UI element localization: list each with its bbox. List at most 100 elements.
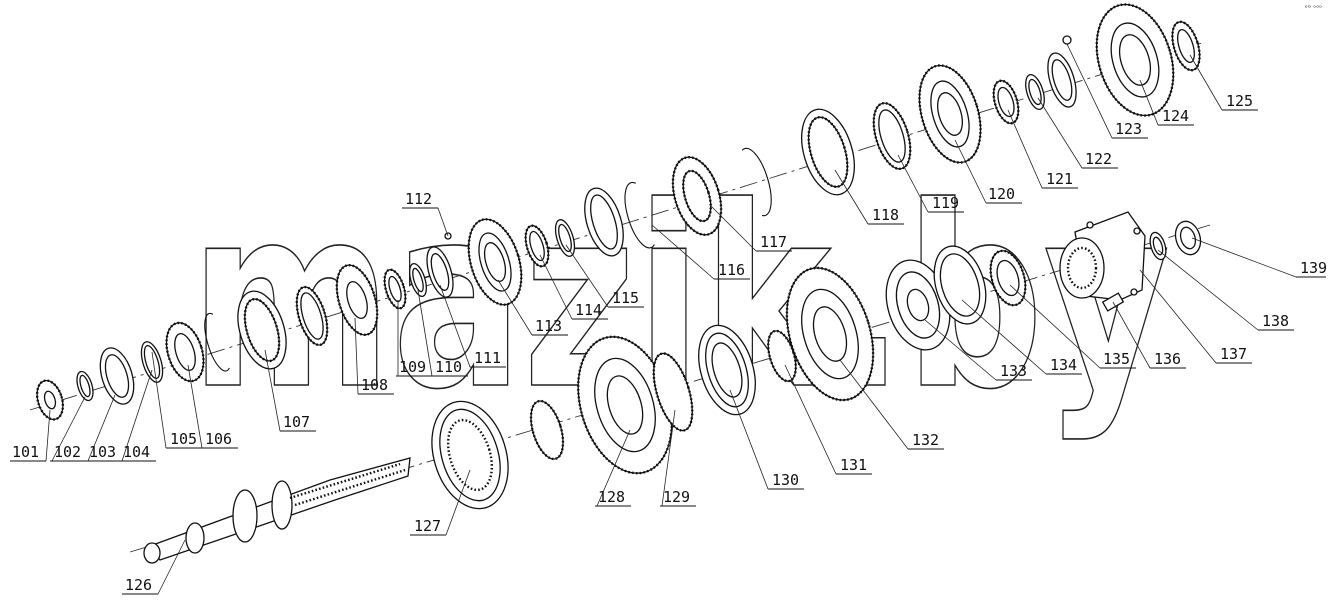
- part-111-washer: [426, 246, 454, 298]
- part-123-ball: [1062, 35, 1072, 45]
- callout-115: 115: [612, 289, 639, 307]
- leader-line-104: [121, 369, 153, 462]
- part-snap-ring-a: [204, 312, 230, 372]
- leader-line-115: [565, 244, 609, 308]
- leader-line-124: [1139, 79, 1159, 126]
- callout-117: 117: [760, 233, 787, 251]
- part-128-gear: [577, 335, 673, 475]
- callout-123: 123: [1115, 120, 1142, 138]
- callout-102: 102: [54, 443, 81, 461]
- part-103-sync-ring: [99, 347, 135, 405]
- part-128-needle-bearing: [529, 399, 565, 461]
- callout-122: 122: [1085, 150, 1112, 168]
- leader-line-129: [661, 409, 676, 507]
- callout-131: 131: [840, 456, 867, 474]
- leader-line-103: [87, 394, 116, 462]
- callout-126: 126: [125, 576, 152, 594]
- part-127-flange: [431, 400, 509, 510]
- callout-128: 128: [598, 488, 625, 506]
- callout-105: 105: [170, 430, 197, 448]
- part-113-gear: [467, 218, 523, 306]
- callout-139: 139: [1300, 259, 1327, 277]
- leader-line-106: [187, 364, 203, 449]
- part-109-bearing: [383, 268, 407, 310]
- part-115-ring: [554, 219, 576, 257]
- leader-lines: [10, 43, 1326, 595]
- leader-line-130: [729, 389, 769, 490]
- part-106-hub: [165, 321, 205, 383]
- callout-138: 138: [1262, 312, 1289, 330]
- part-110-ring: [409, 262, 427, 298]
- callout-135: 135: [1103, 350, 1130, 368]
- callout-101: 101: [12, 443, 39, 461]
- callout-124: 124: [1162, 107, 1189, 125]
- leader-line-131: [784, 364, 837, 475]
- callout-121: 121: [1046, 170, 1073, 188]
- callout-130: 130: [772, 471, 799, 489]
- leader-line-121: [1007, 109, 1043, 189]
- part-102-ring: [76, 370, 94, 402]
- callout-103: 103: [89, 443, 116, 461]
- callout-119: 119: [932, 194, 959, 212]
- leader-line-107: [264, 349, 281, 432]
- callout-125: 125: [1226, 92, 1253, 110]
- part-121-needle-bearing: [992, 79, 1020, 125]
- part-118-sleeve: [801, 108, 855, 196]
- part-101-splined-nut: [35, 379, 65, 421]
- callout-109: 109: [399, 358, 426, 376]
- leader-line-108: [354, 317, 359, 395]
- callout-104: 104: [123, 443, 150, 461]
- callout-111: 111: [474, 349, 501, 367]
- leader-line-119: [897, 154, 929, 213]
- part-108-gear: [335, 263, 379, 337]
- part-117-hub: [671, 156, 723, 236]
- part-125-bearing: [1171, 20, 1201, 72]
- leader-line-120: [954, 139, 987, 204]
- leader-line-105: [151, 351, 167, 449]
- callout-133: 133: [1000, 362, 1027, 380]
- part-124-gear: [1095, 3, 1175, 117]
- part-114-needle-bearing: [524, 224, 550, 268]
- callout-120: 120: [988, 185, 1015, 203]
- callout-134: 134: [1050, 356, 1077, 374]
- callout-114: 114: [575, 301, 602, 319]
- lower-shaft-parts: [143, 211, 1202, 564]
- part-108-ring: [295, 285, 329, 347]
- part-snap-ring-c: [741, 147, 772, 217]
- callout-106: 106: [205, 430, 232, 448]
- callout-127: 127: [414, 517, 441, 535]
- part-sync-ring-b: [584, 187, 624, 257]
- leader-line-126: [157, 539, 186, 595]
- leader-line-128: [596, 429, 631, 507]
- part-139-nut: [1174, 220, 1202, 256]
- part-130-sync-ring: [698, 324, 756, 416]
- leader-line-127: [445, 469, 471, 536]
- leader-line-132: [839, 359, 909, 450]
- callout-112: 112: [405, 190, 432, 208]
- leader-line-138: [1157, 249, 1259, 331]
- leader-line-133: [924, 319, 997, 381]
- leader-line-110: [417, 289, 433, 377]
- leader-line-102: [51, 396, 86, 462]
- part-134-seal: [933, 245, 987, 325]
- leader-line-112: [437, 207, 449, 237]
- part-137-output-flange: [1059, 211, 1146, 301]
- part-132-gear: [785, 266, 875, 402]
- leader-line-101: [45, 409, 51, 462]
- leader-line-117: [709, 204, 757, 252]
- upper-shaft-parts: [35, 3, 1201, 421]
- leader-line-113: [497, 279, 533, 336]
- leader-line-114: [539, 254, 573, 320]
- leader-line-123: [1066, 43, 1113, 139]
- corner-mark: ᵉᴳ ᵒᵒᵒ: [1304, 4, 1322, 12]
- callout-132: 132: [912, 431, 939, 449]
- part-126-main-shaft: [143, 457, 411, 564]
- callout-108: 108: [361, 376, 388, 394]
- leader-line-116: [651, 224, 715, 280]
- leader-line-118: [834, 169, 869, 225]
- leader-line-137: [1139, 269, 1217, 364]
- part-107-sleeve: [237, 290, 287, 370]
- part-129-hub: [652, 352, 694, 432]
- part-131-needle-bearing: [767, 329, 797, 383]
